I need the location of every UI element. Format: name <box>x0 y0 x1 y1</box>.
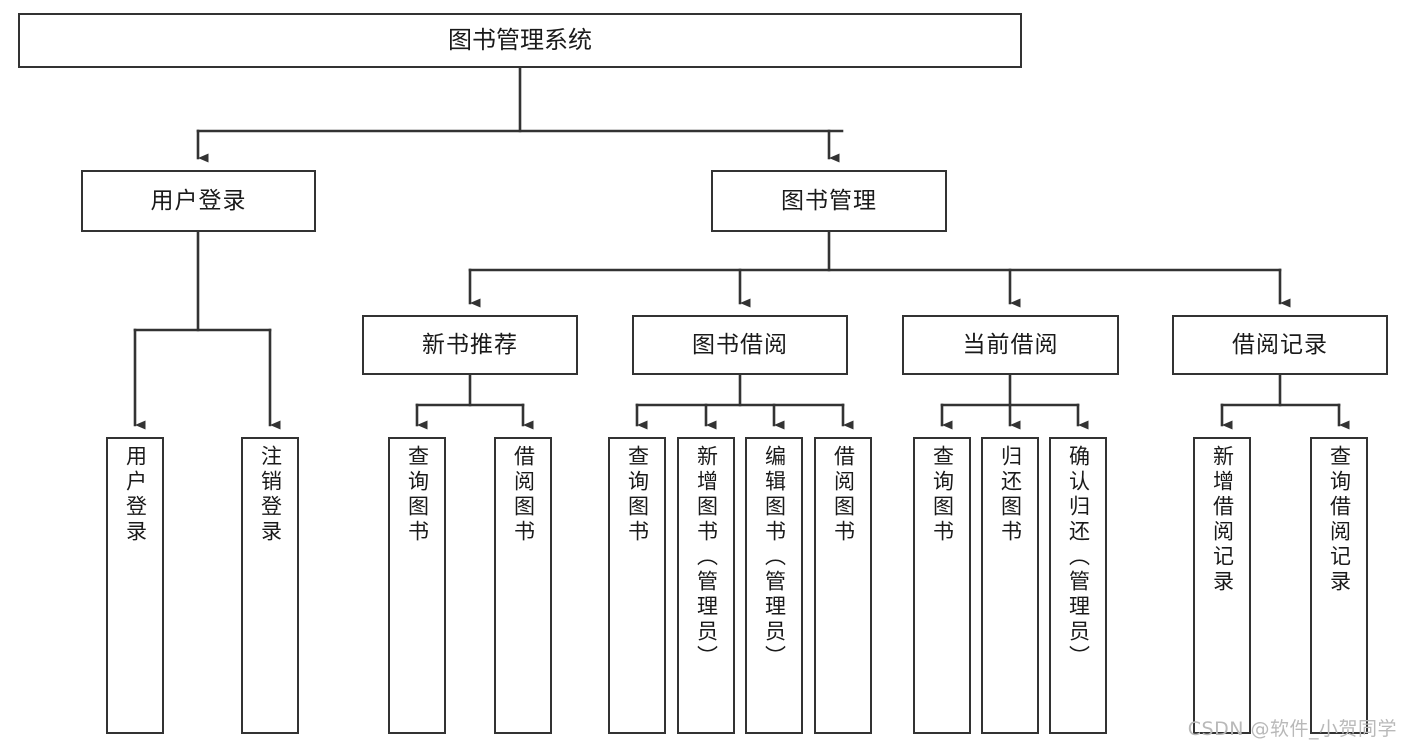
leaf-query-borrow-record[interactable]: 查询借阅记录 <box>1310 437 1368 734</box>
leaf-confirm-return-admin[interactable]: 确认归还（管理员） <box>1049 437 1107 734</box>
node-label: 新增借阅记录 <box>1210 445 1235 595</box>
node-label: 借阅图书 <box>511 445 536 545</box>
node-label: 编辑图书（管理员） <box>762 445 787 670</box>
leaf-borrow-book[interactable]: 借阅图书 <box>814 437 872 734</box>
node-root-system[interactable]: 图书管理系统 <box>18 13 1022 68</box>
node-label: 用户登录 <box>123 445 148 545</box>
node-label: 新书推荐 <box>422 331 518 358</box>
node-label: 图书管理 <box>781 187 877 214</box>
node-label: 查询图书 <box>405 445 430 545</box>
node-current-borrow[interactable]: 当前借阅 <box>902 315 1119 375</box>
node-label: 确认归还（管理员） <box>1066 445 1091 670</box>
leaf-query-book-new[interactable]: 查询图书 <box>388 437 446 734</box>
node-label: 借阅记录 <box>1232 331 1328 358</box>
leaf-logout[interactable]: 注销登录 <box>241 437 299 734</box>
node-book-borrow[interactable]: 图书借阅 <box>632 315 848 375</box>
leaf-add-book-admin[interactable]: 新增图书（管理员） <box>677 437 735 734</box>
node-label: 当前借阅 <box>962 331 1059 358</box>
node-label: 用户登录 <box>150 187 247 214</box>
node-label: 查询借阅记录 <box>1327 445 1352 595</box>
leaf-user-login[interactable]: 用户登录 <box>106 437 164 734</box>
leaf-borrow-book-new[interactable]: 借阅图书 <box>494 437 552 734</box>
node-label: 图书借阅 <box>692 331 788 358</box>
node-borrow-record[interactable]: 借阅记录 <box>1172 315 1388 375</box>
node-book-management[interactable]: 图书管理 <box>711 170 947 232</box>
node-label: 归还图书 <box>998 445 1023 545</box>
leaf-return-book[interactable]: 归还图书 <box>981 437 1039 734</box>
csdn-watermark: CSDN @软件_小贺同学 <box>1187 718 1397 740</box>
leaf-query-book-current[interactable]: 查询图书 <box>913 437 971 734</box>
node-label: 借阅图书 <box>831 445 856 545</box>
node-label: 注销登录 <box>258 445 283 545</box>
leaf-edit-book-admin[interactable]: 编辑图书（管理员） <box>745 437 803 734</box>
node-label: 查询图书 <box>930 445 955 545</box>
node-label: 查询图书 <box>625 445 650 545</box>
leaf-query-book-borrow[interactable]: 查询图书 <box>608 437 666 734</box>
node-label: 图书管理系统 <box>448 25 592 54</box>
node-user-login[interactable]: 用户登录 <box>81 170 316 232</box>
node-label: 新增图书（管理员） <box>694 445 719 670</box>
leaf-add-borrow-record[interactable]: 新增借阅记录 <box>1193 437 1251 734</box>
node-new-book-recommend[interactable]: 新书推荐 <box>362 315 578 375</box>
